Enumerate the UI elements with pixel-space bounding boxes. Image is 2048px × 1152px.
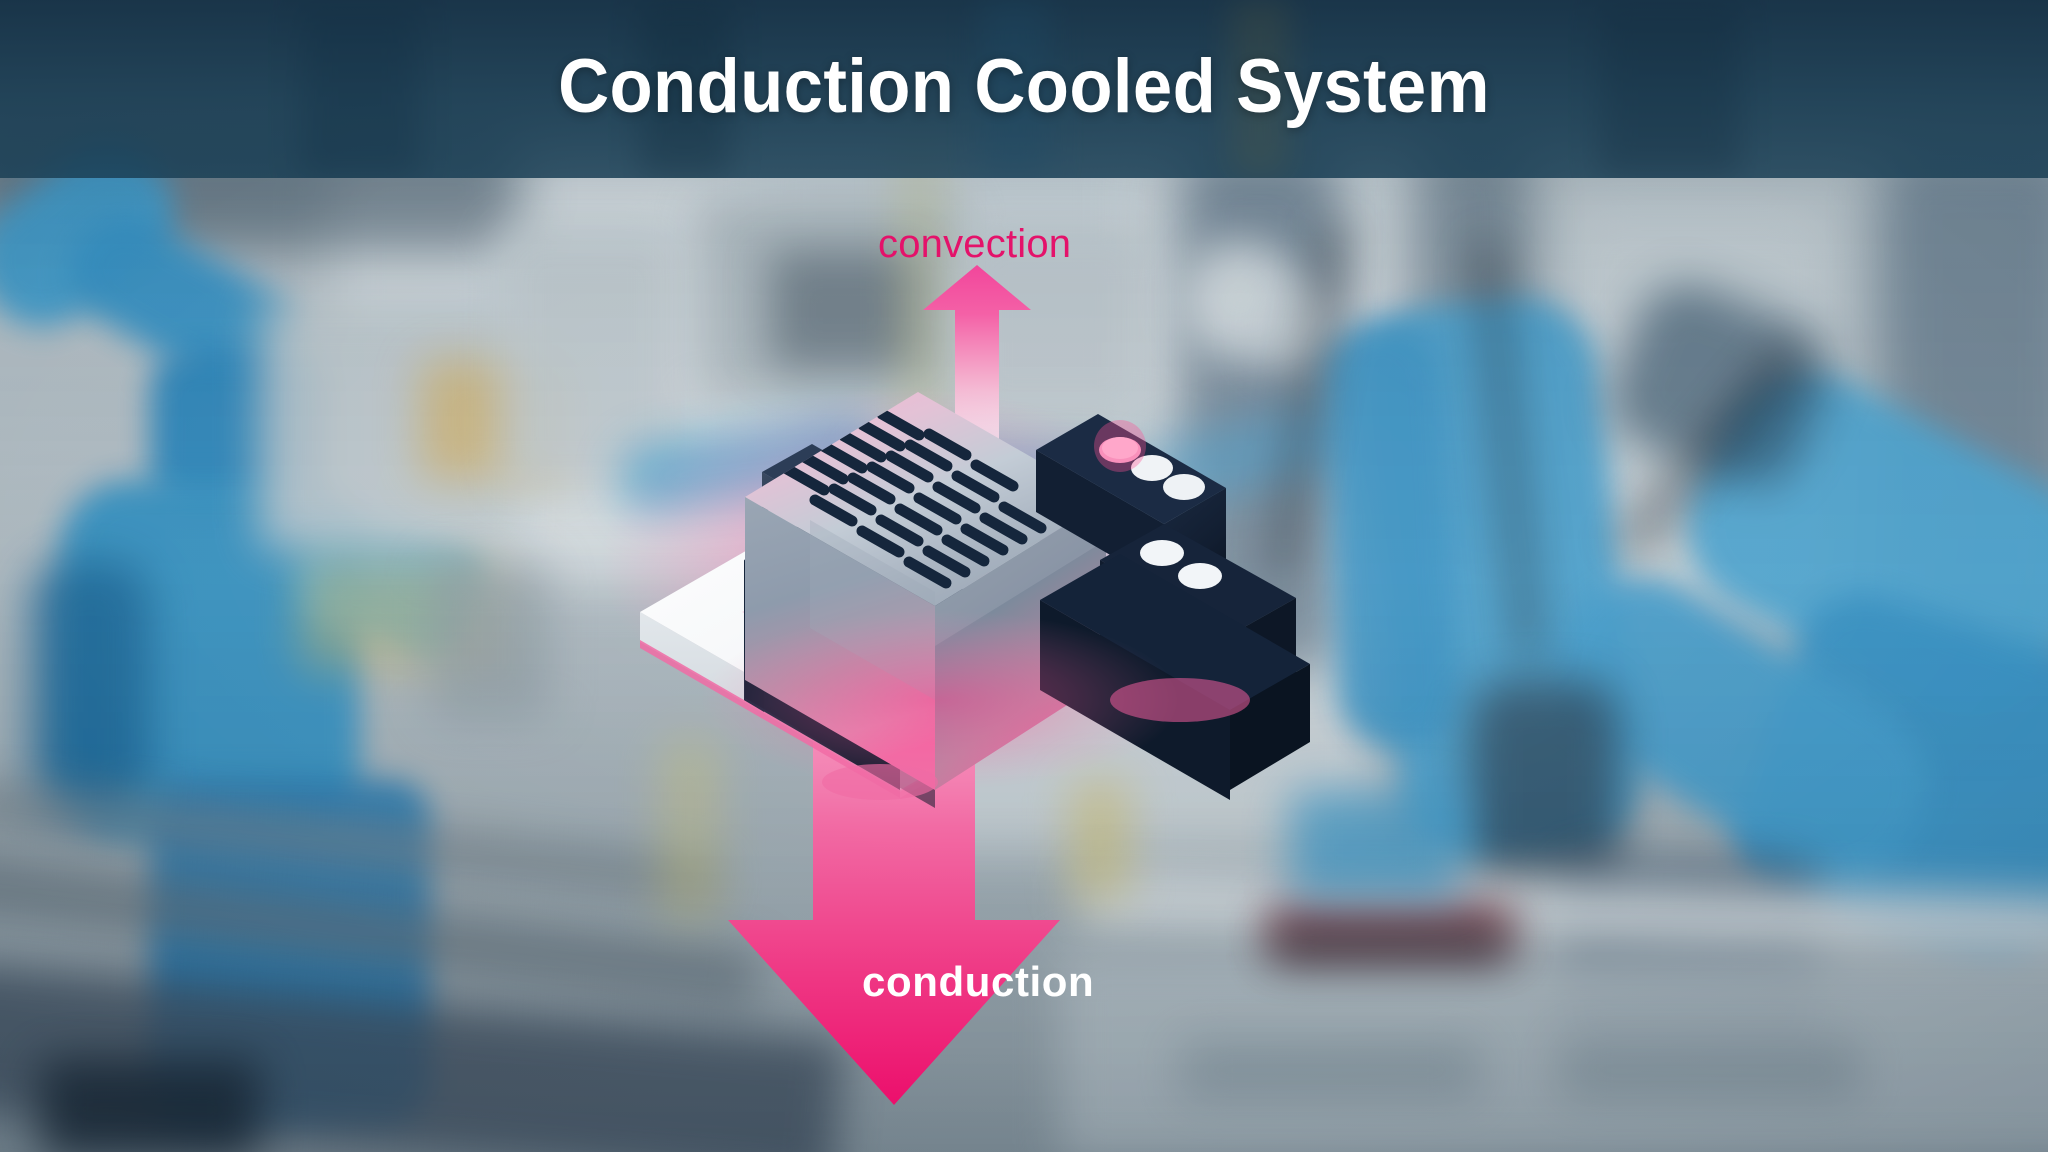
vent-slots <box>781 408 1047 589</box>
page-title: Conduction Cooled System <box>558 43 1490 129</box>
conduction-label: conduction <box>862 958 1095 1005</box>
convection-arrow <box>923 265 1031 455</box>
conduction-arrow <box>728 600 1060 1105</box>
title-band: Conduction Cooled System <box>0 0 2048 178</box>
module-underglow <box>700 610 1180 790</box>
convection-label: convection <box>878 222 1072 266</box>
